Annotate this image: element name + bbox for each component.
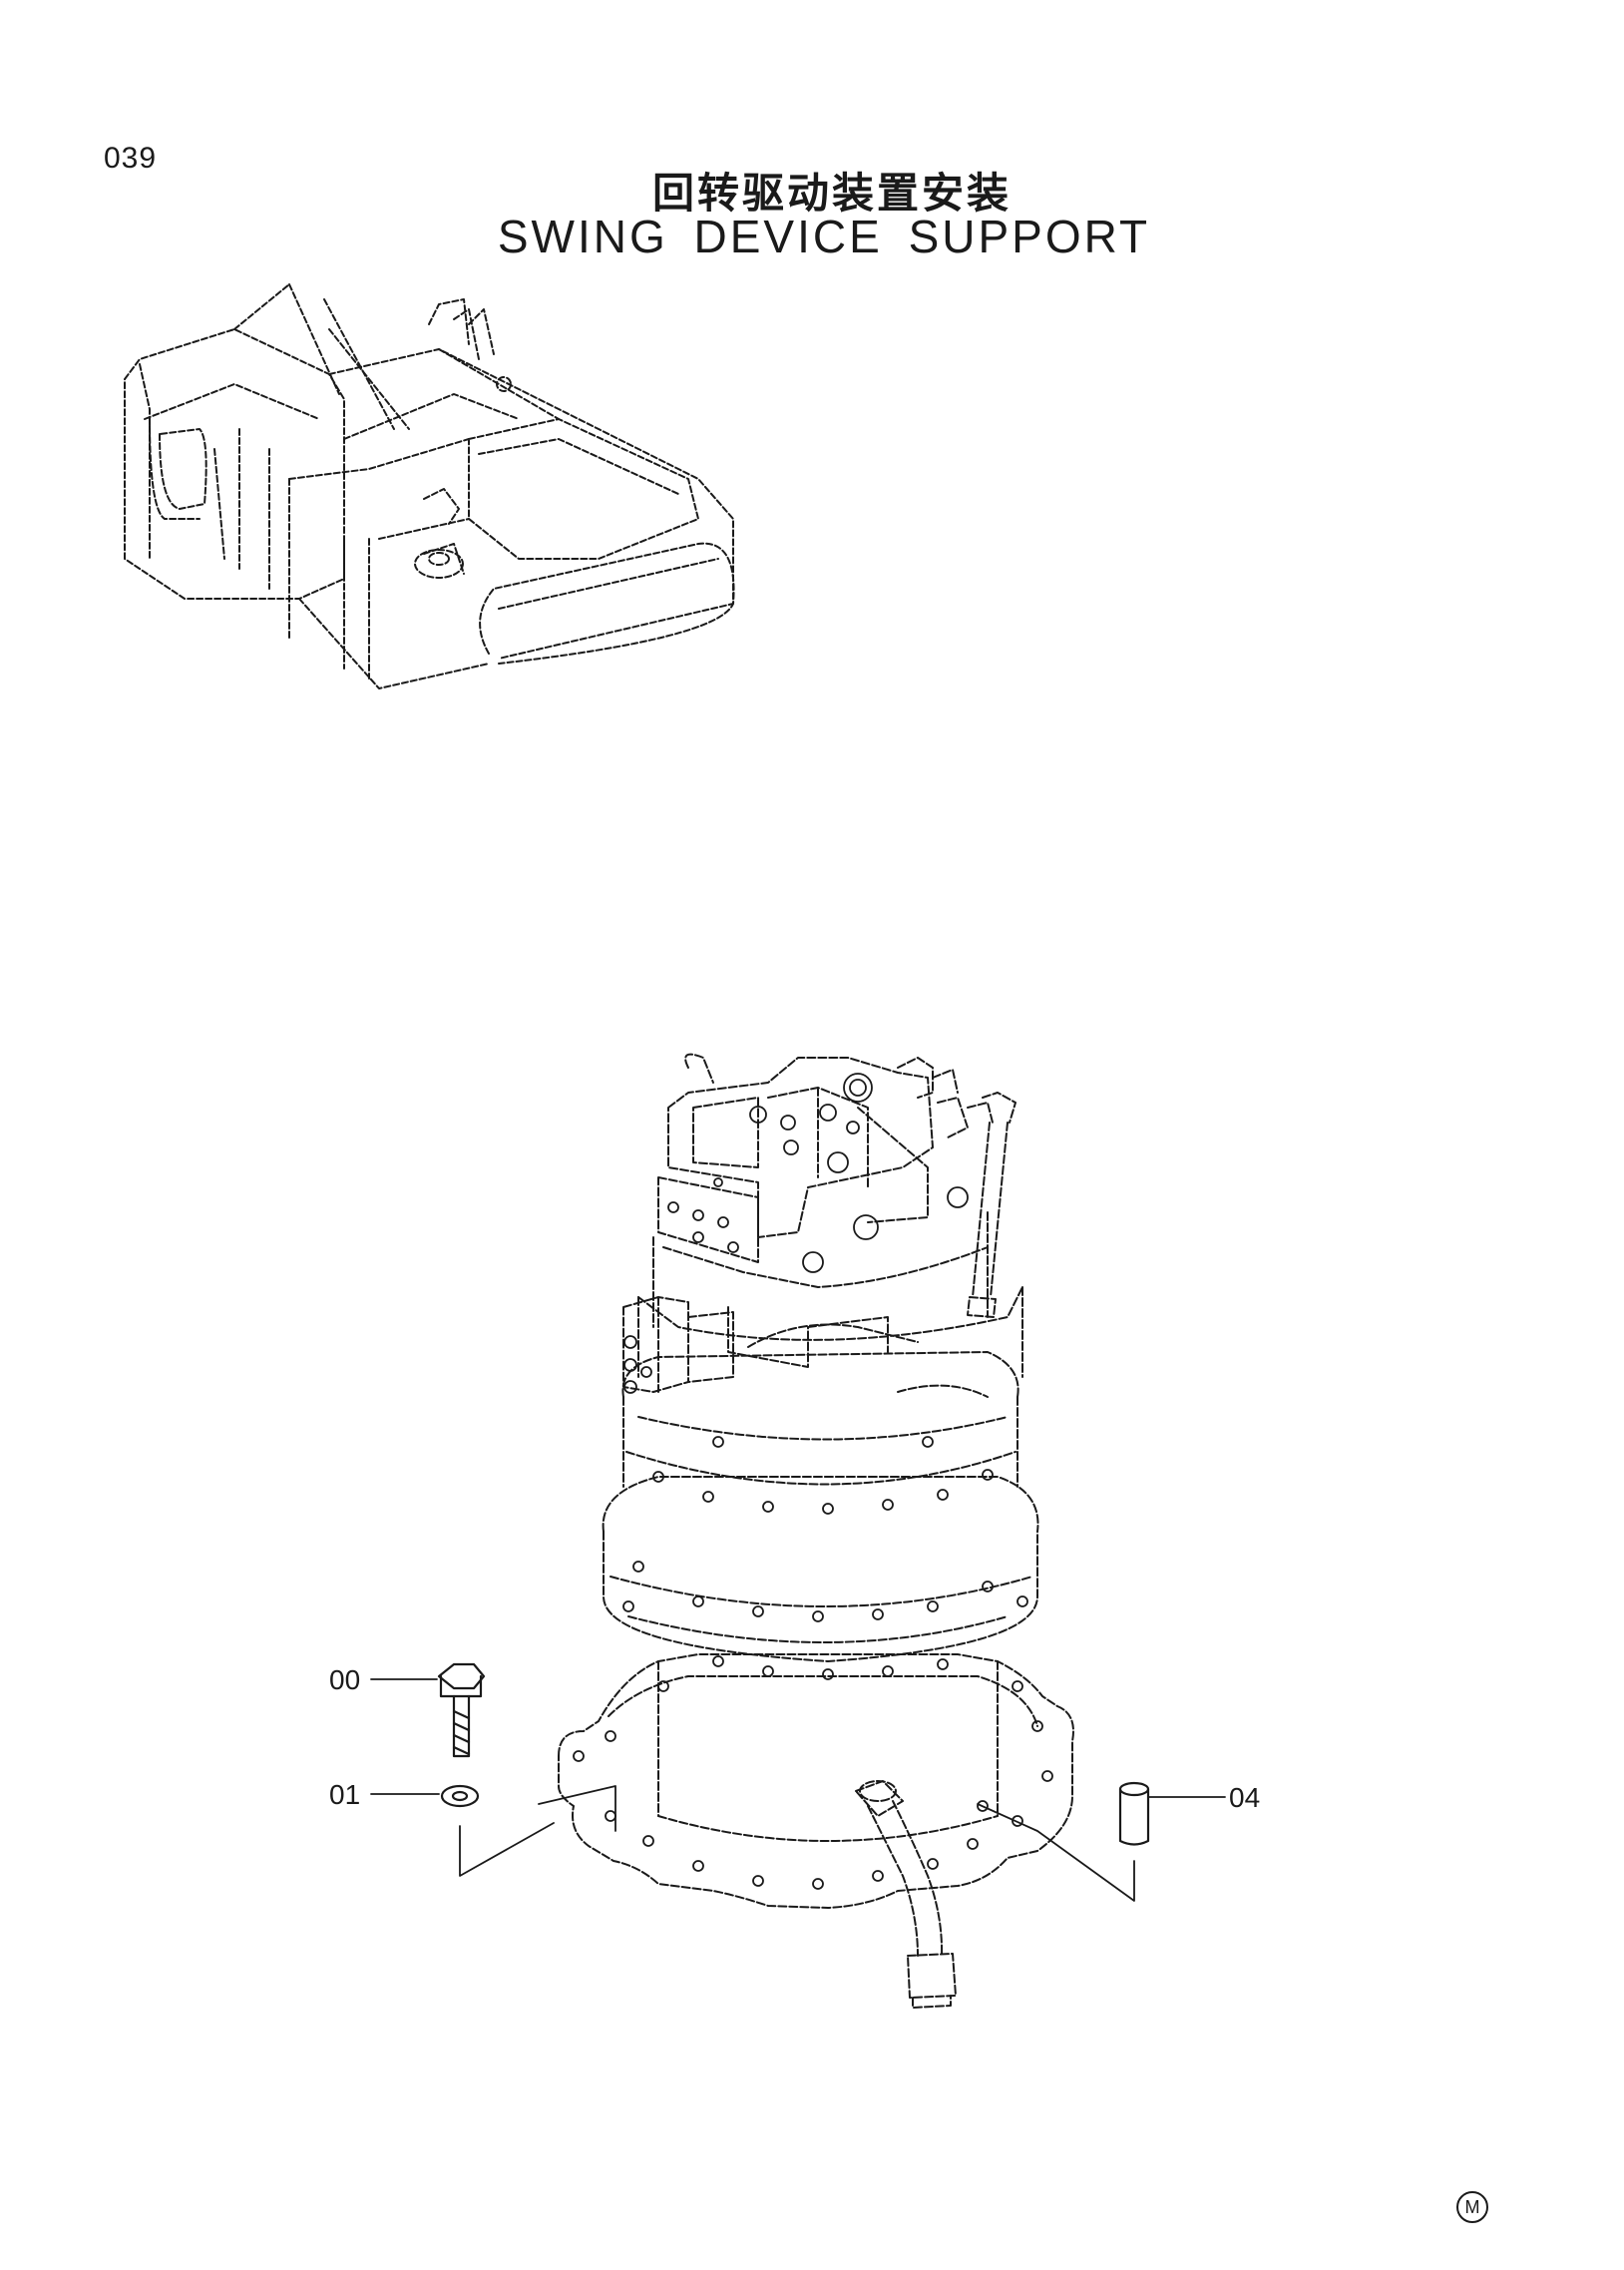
install-leader-right [977,1803,1135,1902]
washer-part-01 [440,1784,480,1808]
swing-device-illustration [558,1053,1074,2009]
callout-label-01: 01 [329,1779,360,1810]
callout-label-00: 00 [329,1664,360,1695]
bolt-part-00 [437,1662,486,1758]
page-title-chinese: 回转驱动装置安装 [651,169,1012,218]
pin-part-04 [1118,1781,1150,1846]
excavator-overview-illustration [124,283,735,689]
m-mark-badge: M [1456,2191,1488,2223]
callout-label-04: 04 [1229,1782,1260,1813]
install-leader-left [459,1785,616,1877]
page-number: 039 [104,142,158,175]
page-title-english: SWING DEVICE SUPPORT [497,211,1151,262]
